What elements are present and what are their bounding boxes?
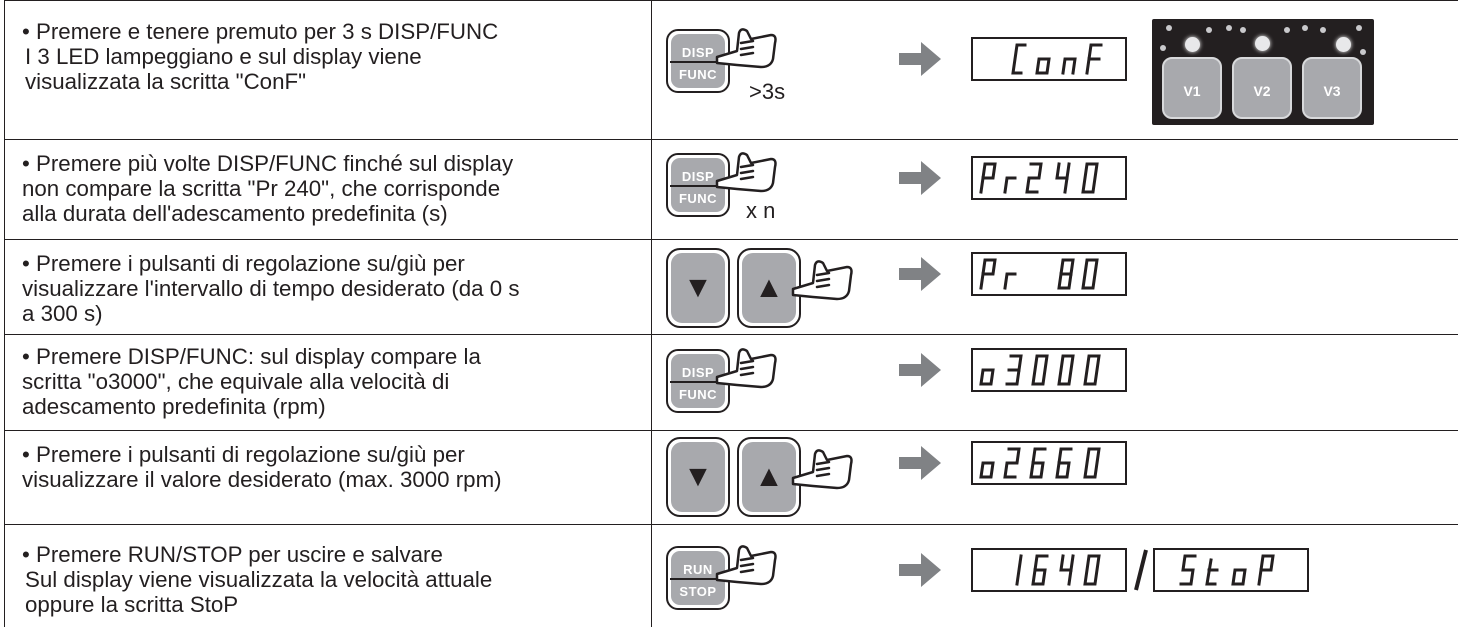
- instruction-table: • Premere e tenere premuto per 3 s DISP/…: [4, 0, 1458, 627]
- hand-press-icon: [791, 260, 853, 301]
- hand-press-icon: [715, 152, 777, 193]
- arrow-right-icon: [899, 42, 941, 76]
- display-o2660: [971, 441, 1127, 485]
- down-arrow-icon: ▼: [683, 271, 713, 304]
- display-stop: [1153, 548, 1309, 592]
- step-text-2: • Premere più volte DISP/FUNC finché sul…: [22, 151, 514, 226]
- up-arrow-icon: ▲: [754, 460, 784, 493]
- arrow-right-icon: [899, 446, 941, 480]
- hand-press-icon: [791, 449, 853, 490]
- step-text-5: • Premere i pulsanti di regolazione su/g…: [22, 442, 502, 492]
- up-button: ▲: [737, 248, 801, 328]
- arrow-right-icon: [899, 353, 941, 387]
- arrow-right-icon: [899, 257, 941, 291]
- separator-slash: [1134, 549, 1148, 591]
- panel-button-v3: V3: [1302, 57, 1362, 119]
- display-conf: [971, 37, 1127, 81]
- step-row-3: • Premere i pulsanti di regolazione su/g…: [5, 240, 1458, 335]
- hand-press-icon: [715, 348, 777, 389]
- press-repeat: x n: [746, 198, 776, 223]
- led-v3-icon: [1336, 37, 1351, 52]
- step-text-4: • Premere DISP/FUNC: sul display compare…: [22, 344, 481, 419]
- step-text-6: • Premere RUN/STOP per uscire e salvare …: [22, 542, 493, 617]
- display-o3000: [971, 348, 1127, 392]
- led-v2-icon: [1255, 36, 1270, 51]
- step-row-5: • Premere i pulsanti di regolazione su/g…: [5, 431, 1458, 525]
- display-1640: [971, 548, 1127, 592]
- hand-press-icon: [715, 28, 777, 69]
- display-pr80: [971, 252, 1127, 296]
- led-v1-icon: [1185, 37, 1200, 52]
- step-row-6: • Premere RUN/STOP per uscire e salvare …: [5, 525, 1458, 627]
- step-row-2: • Premere più volte DISP/FUNC finché sul…: [5, 140, 1458, 240]
- speed-panel: V1 V2 V3: [1152, 19, 1374, 125]
- step-row-1: • Premere e tenere premuto per 3 s DISP/…: [5, 1, 1458, 140]
- panel-button-v2: V2: [1232, 57, 1292, 119]
- display-pr240: [971, 156, 1127, 200]
- arrow-right-icon: [899, 161, 941, 195]
- down-arrow-icon: ▼: [683, 460, 713, 493]
- press-duration: >3s: [749, 79, 786, 104]
- step-row-4: • Premere DISP/FUNC: sul display compare…: [5, 335, 1458, 431]
- panel-button-v1: V1: [1162, 57, 1222, 119]
- up-arrow-icon: ▲: [754, 271, 784, 304]
- down-button: ▼: [666, 437, 730, 517]
- hand-press-icon: [715, 545, 777, 586]
- step-text-1: • Premere e tenere premuto per 3 s DISP/…: [22, 19, 499, 94]
- arrow-right-icon: [899, 553, 941, 587]
- down-button: ▼: [666, 248, 730, 328]
- step-text-3: • Premere i pulsanti di regolazione su/g…: [22, 251, 520, 326]
